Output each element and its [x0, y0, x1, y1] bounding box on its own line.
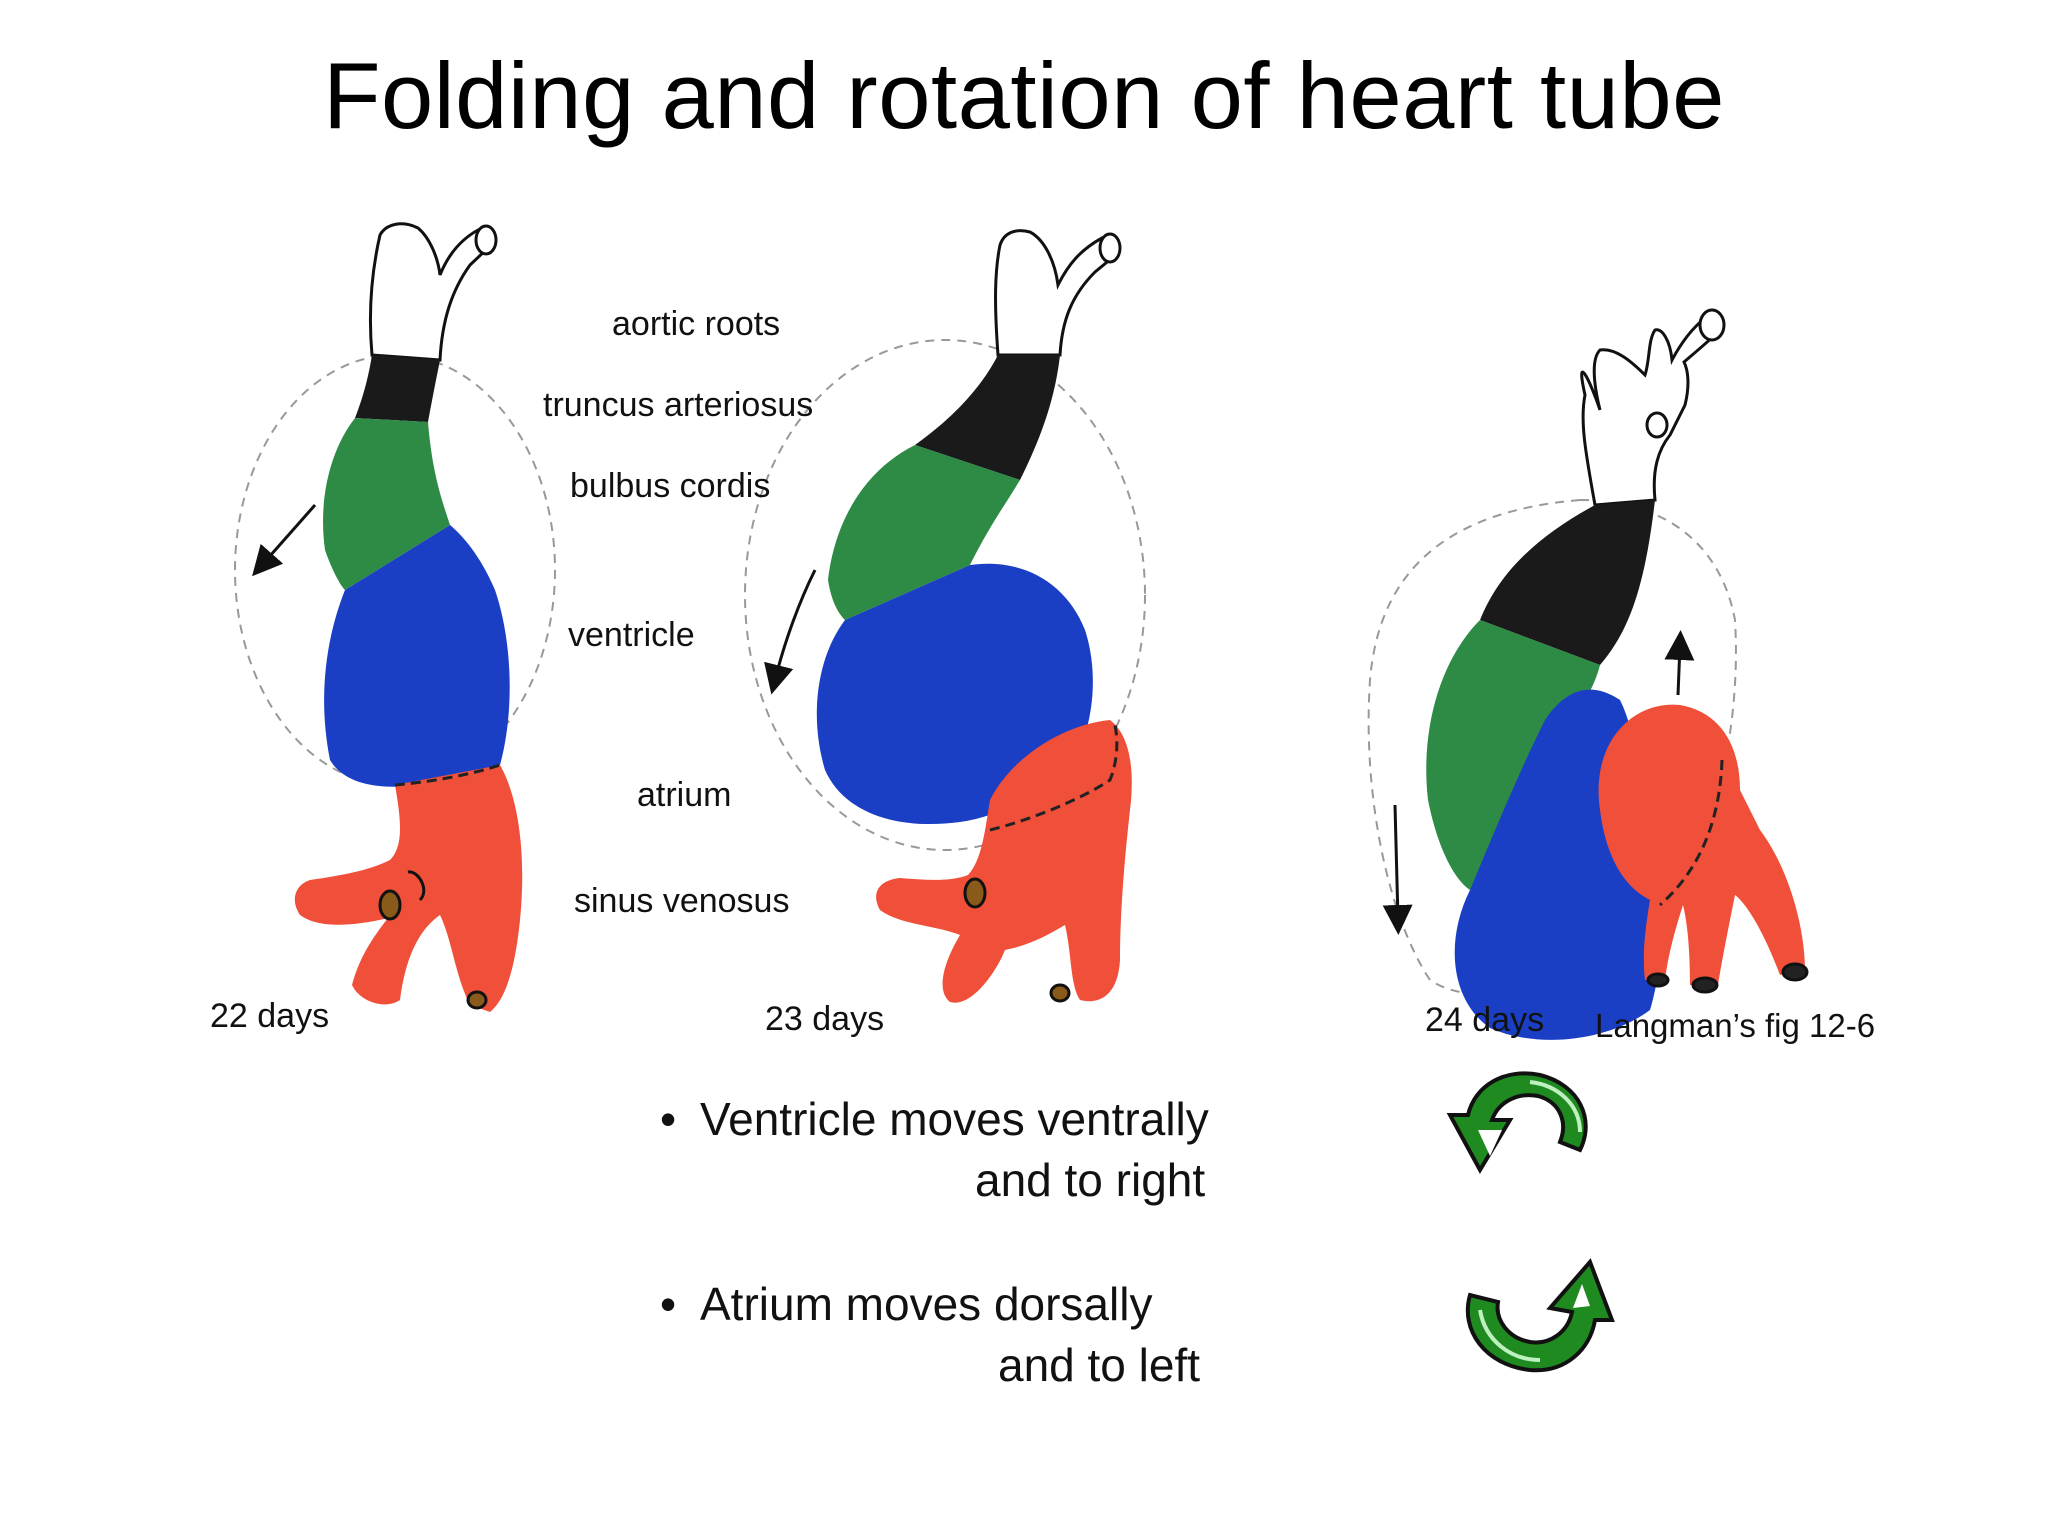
bullet-text: Ventricle moves ventrally — [700, 1093, 1209, 1145]
slide-title: Folding and rotation of heart tube — [323, 43, 1725, 148]
bullet-atrium-line2: and to left — [998, 1339, 1201, 1391]
bullet-dot: • — [660, 1093, 677, 1145]
bullet-ventricle-line1: • Ventricle moves ventrally — [660, 1092, 1209, 1146]
label-23-days: 23 days — [765, 1000, 885, 1038]
label-bulbus-cordis: bulbus cordis — [570, 467, 771, 505]
label-22-days: 22 days — [210, 997, 330, 1035]
label-truncus-arteriosus: truncus arteriosus — [543, 386, 814, 424]
counterclockwise-rotation-arrow-icon — [1446, 1071, 1588, 1175]
source-citation: Langman’s fig 12-6 — [1595, 1007, 1876, 1044]
label-24-days: 24 days — [1425, 1001, 1545, 1039]
heart-tube-23-days — [744, 229, 1146, 1003]
clockwise-rotation-arrow-icon — [1465, 1258, 1615, 1373]
heart-tube-22-days — [234, 222, 556, 1012]
label-ventricle: ventricle — [568, 616, 695, 654]
bullet-atrium-line1: • Atrium moves dorsally — [660, 1277, 1152, 1331]
label-aortic-roots: aortic roots — [612, 305, 781, 343]
heart-tube-24-days — [1367, 308, 1809, 1040]
bullet-ventricle-line2: and to right — [975, 1154, 1206, 1206]
bullet-dot: • — [660, 1278, 677, 1330]
bullet-text: Atrium moves dorsally — [700, 1278, 1153, 1330]
label-sinus-venosus: sinus venosus — [574, 882, 790, 920]
label-atrium: atrium — [637, 776, 732, 814]
